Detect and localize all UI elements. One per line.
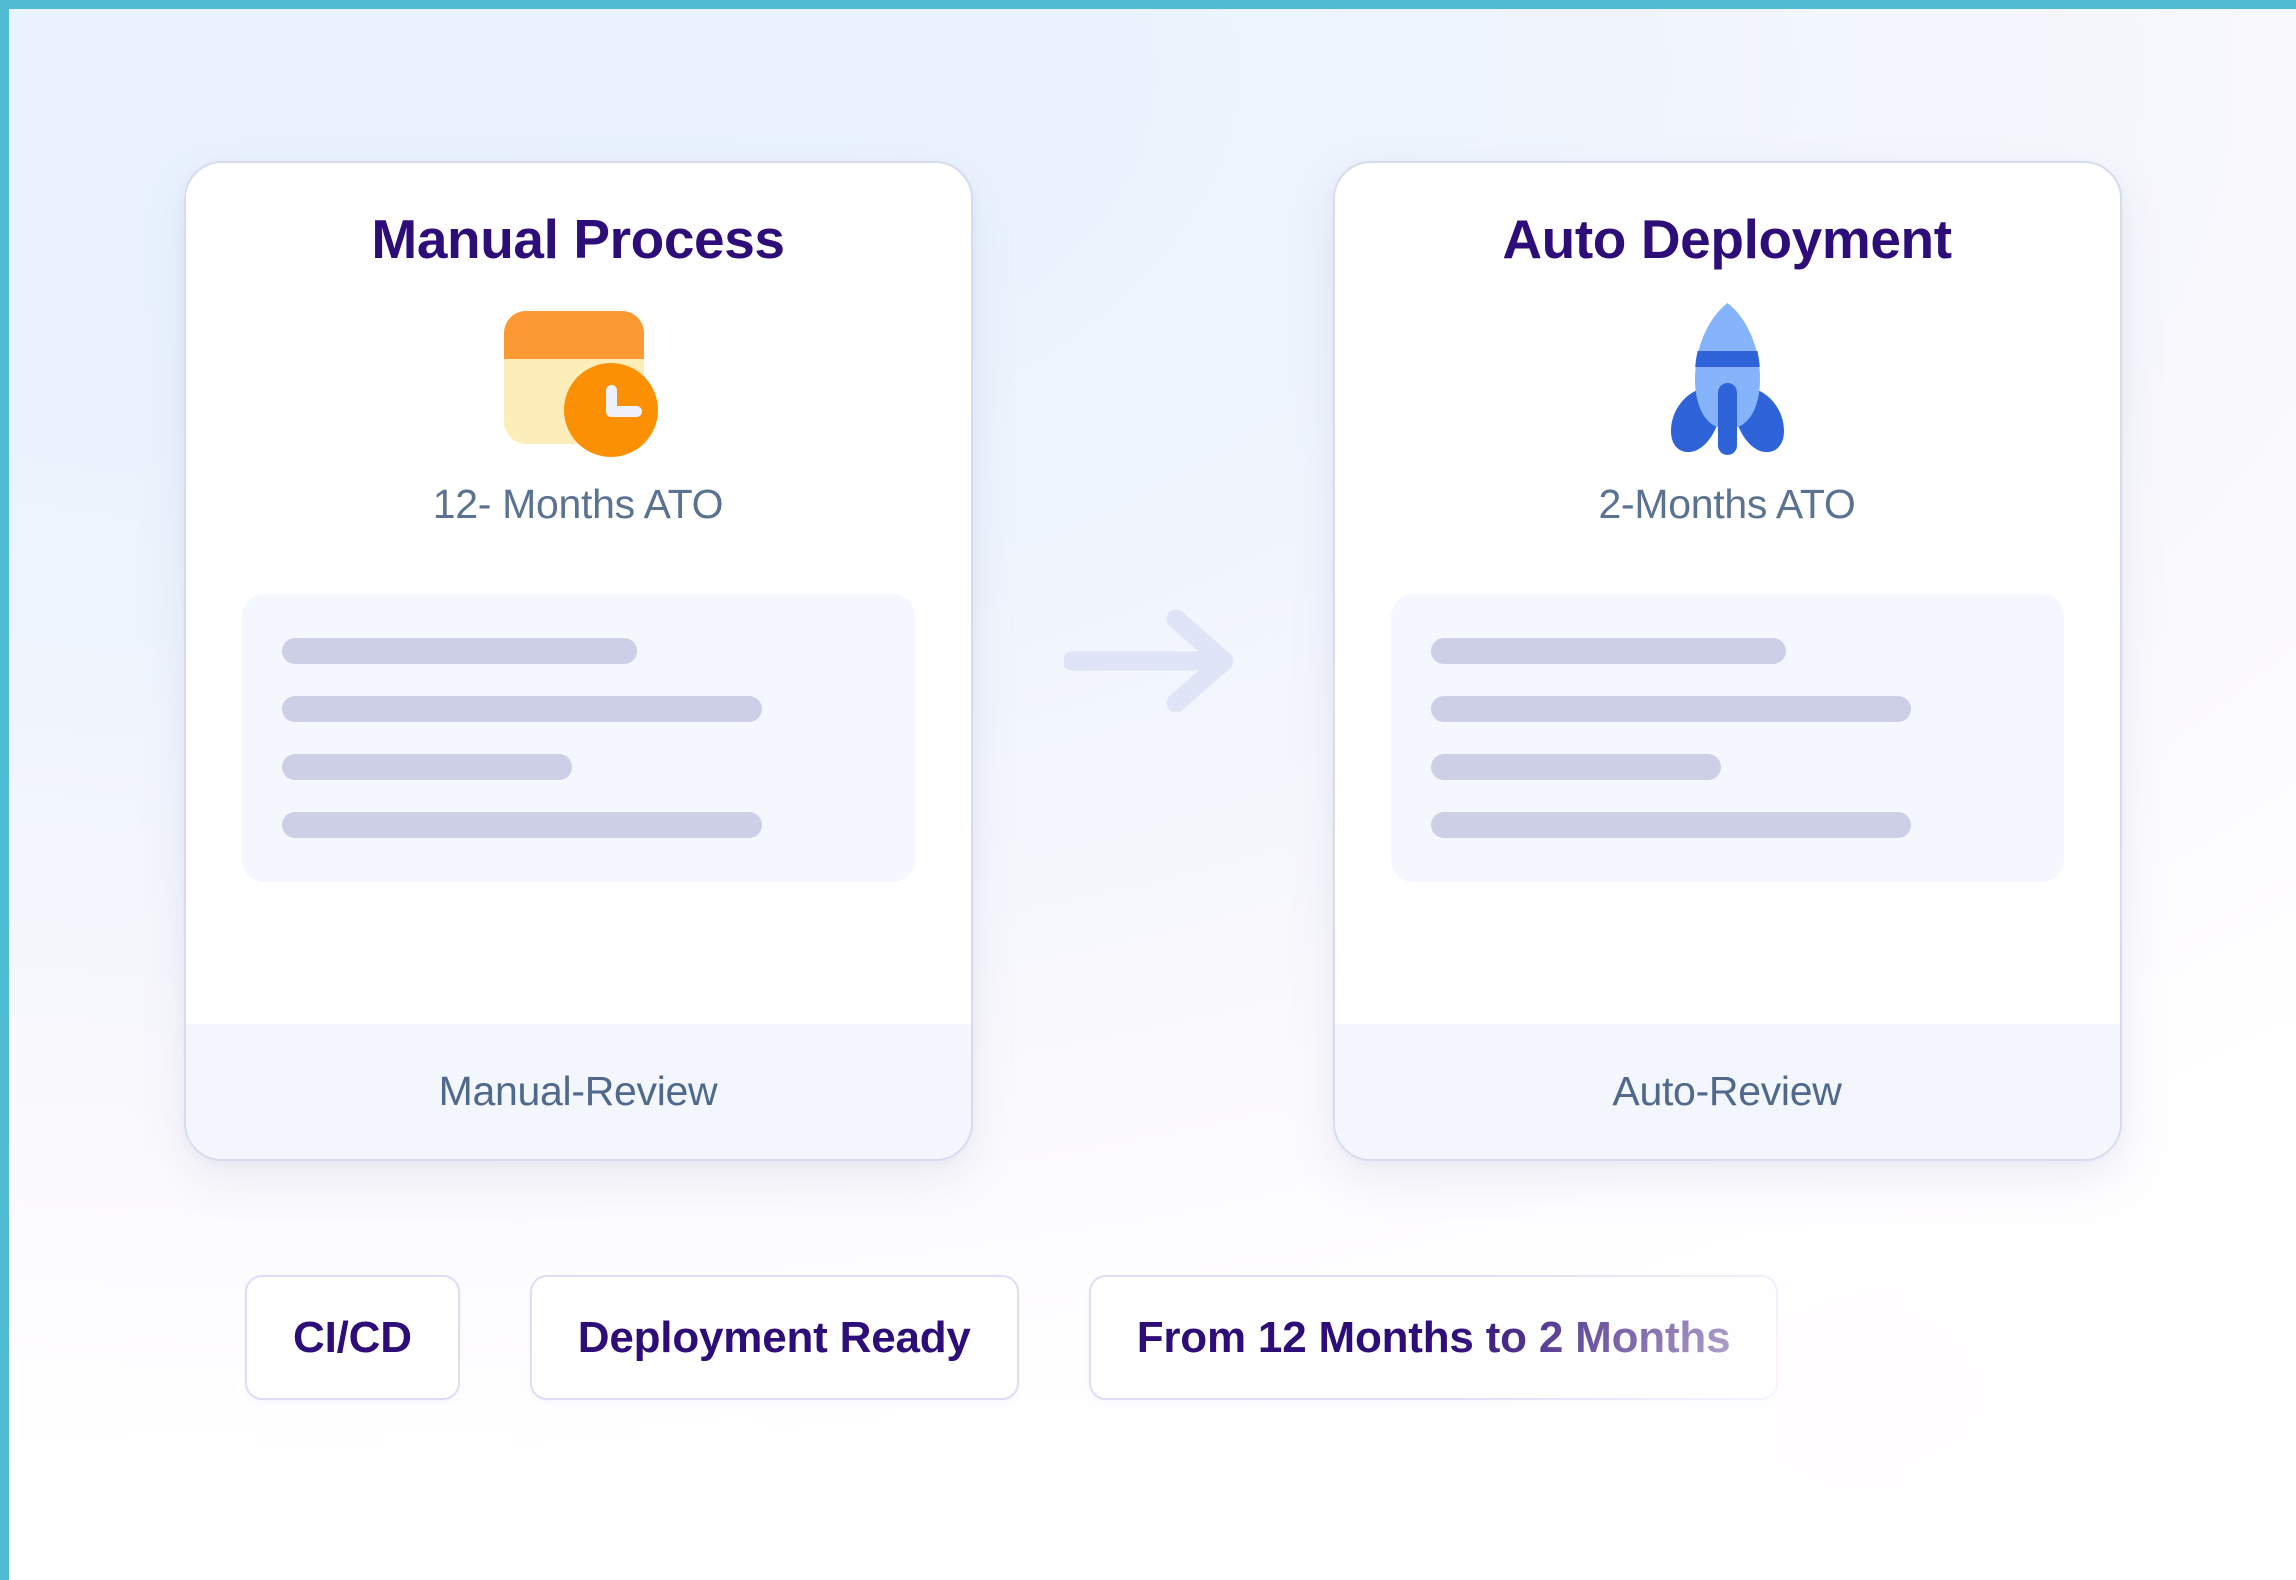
card-icon-wrap xyxy=(186,270,971,485)
skeleton-bar xyxy=(1430,811,1911,838)
clock-hand-hour xyxy=(606,406,642,417)
skeleton-bar xyxy=(1430,637,1787,664)
card-title: Auto Deployment xyxy=(1502,208,1952,270)
skeleton-bar xyxy=(281,811,762,838)
card-manual-process[interactable]: Manual Process 12- Months ATO xyxy=(183,161,973,1161)
skeleton-bar xyxy=(1430,753,1722,780)
card-title: Manual Process xyxy=(371,208,785,270)
card-footer-label: Manual-Review xyxy=(185,1024,971,1159)
skeleton-bar xyxy=(281,695,762,722)
comparison-cards-row: Manual Process 12- Months ATO xyxy=(9,161,2296,1171)
clock-circle-shape xyxy=(564,363,658,457)
arrow-connector xyxy=(973,161,1333,1161)
arrow-right-icon xyxy=(1063,609,1233,713)
calendar-header-shape xyxy=(504,311,644,359)
card-footer-label: Auto-Review xyxy=(1334,1024,2120,1159)
pill-deployment-ready[interactable]: Deployment Ready xyxy=(529,1275,1019,1400)
page-canvas: Manual Process 12- Months ATO xyxy=(9,9,2296,1580)
card-subtitle: 12- Months ATO xyxy=(432,480,724,527)
skeleton-bar xyxy=(1430,695,1911,722)
card-icon-wrap xyxy=(1335,270,2120,485)
card-subtitle: 2-Months ATO xyxy=(1598,480,1856,527)
card-auto-deployment[interactable]: Auto Deployment 2-Mo xyxy=(1332,161,2122,1161)
pill-ci-cd[interactable]: CI/CD xyxy=(245,1275,460,1400)
skeleton-placeholder-block xyxy=(1390,593,2064,882)
tag-pill-row: CI/CD Deployment Ready From 12 Months to… xyxy=(9,1275,2296,1400)
skeleton-placeholder-block xyxy=(241,593,915,882)
pill-timeline-reduction[interactable]: From 12 Months to 2 Months xyxy=(1088,1275,1779,1400)
skeleton-bar xyxy=(281,753,573,780)
calendar-clock-icon xyxy=(498,297,658,457)
rocket-icon xyxy=(1670,302,1784,455)
clock-hand-minute xyxy=(606,385,617,417)
skeleton-bar xyxy=(281,637,638,664)
